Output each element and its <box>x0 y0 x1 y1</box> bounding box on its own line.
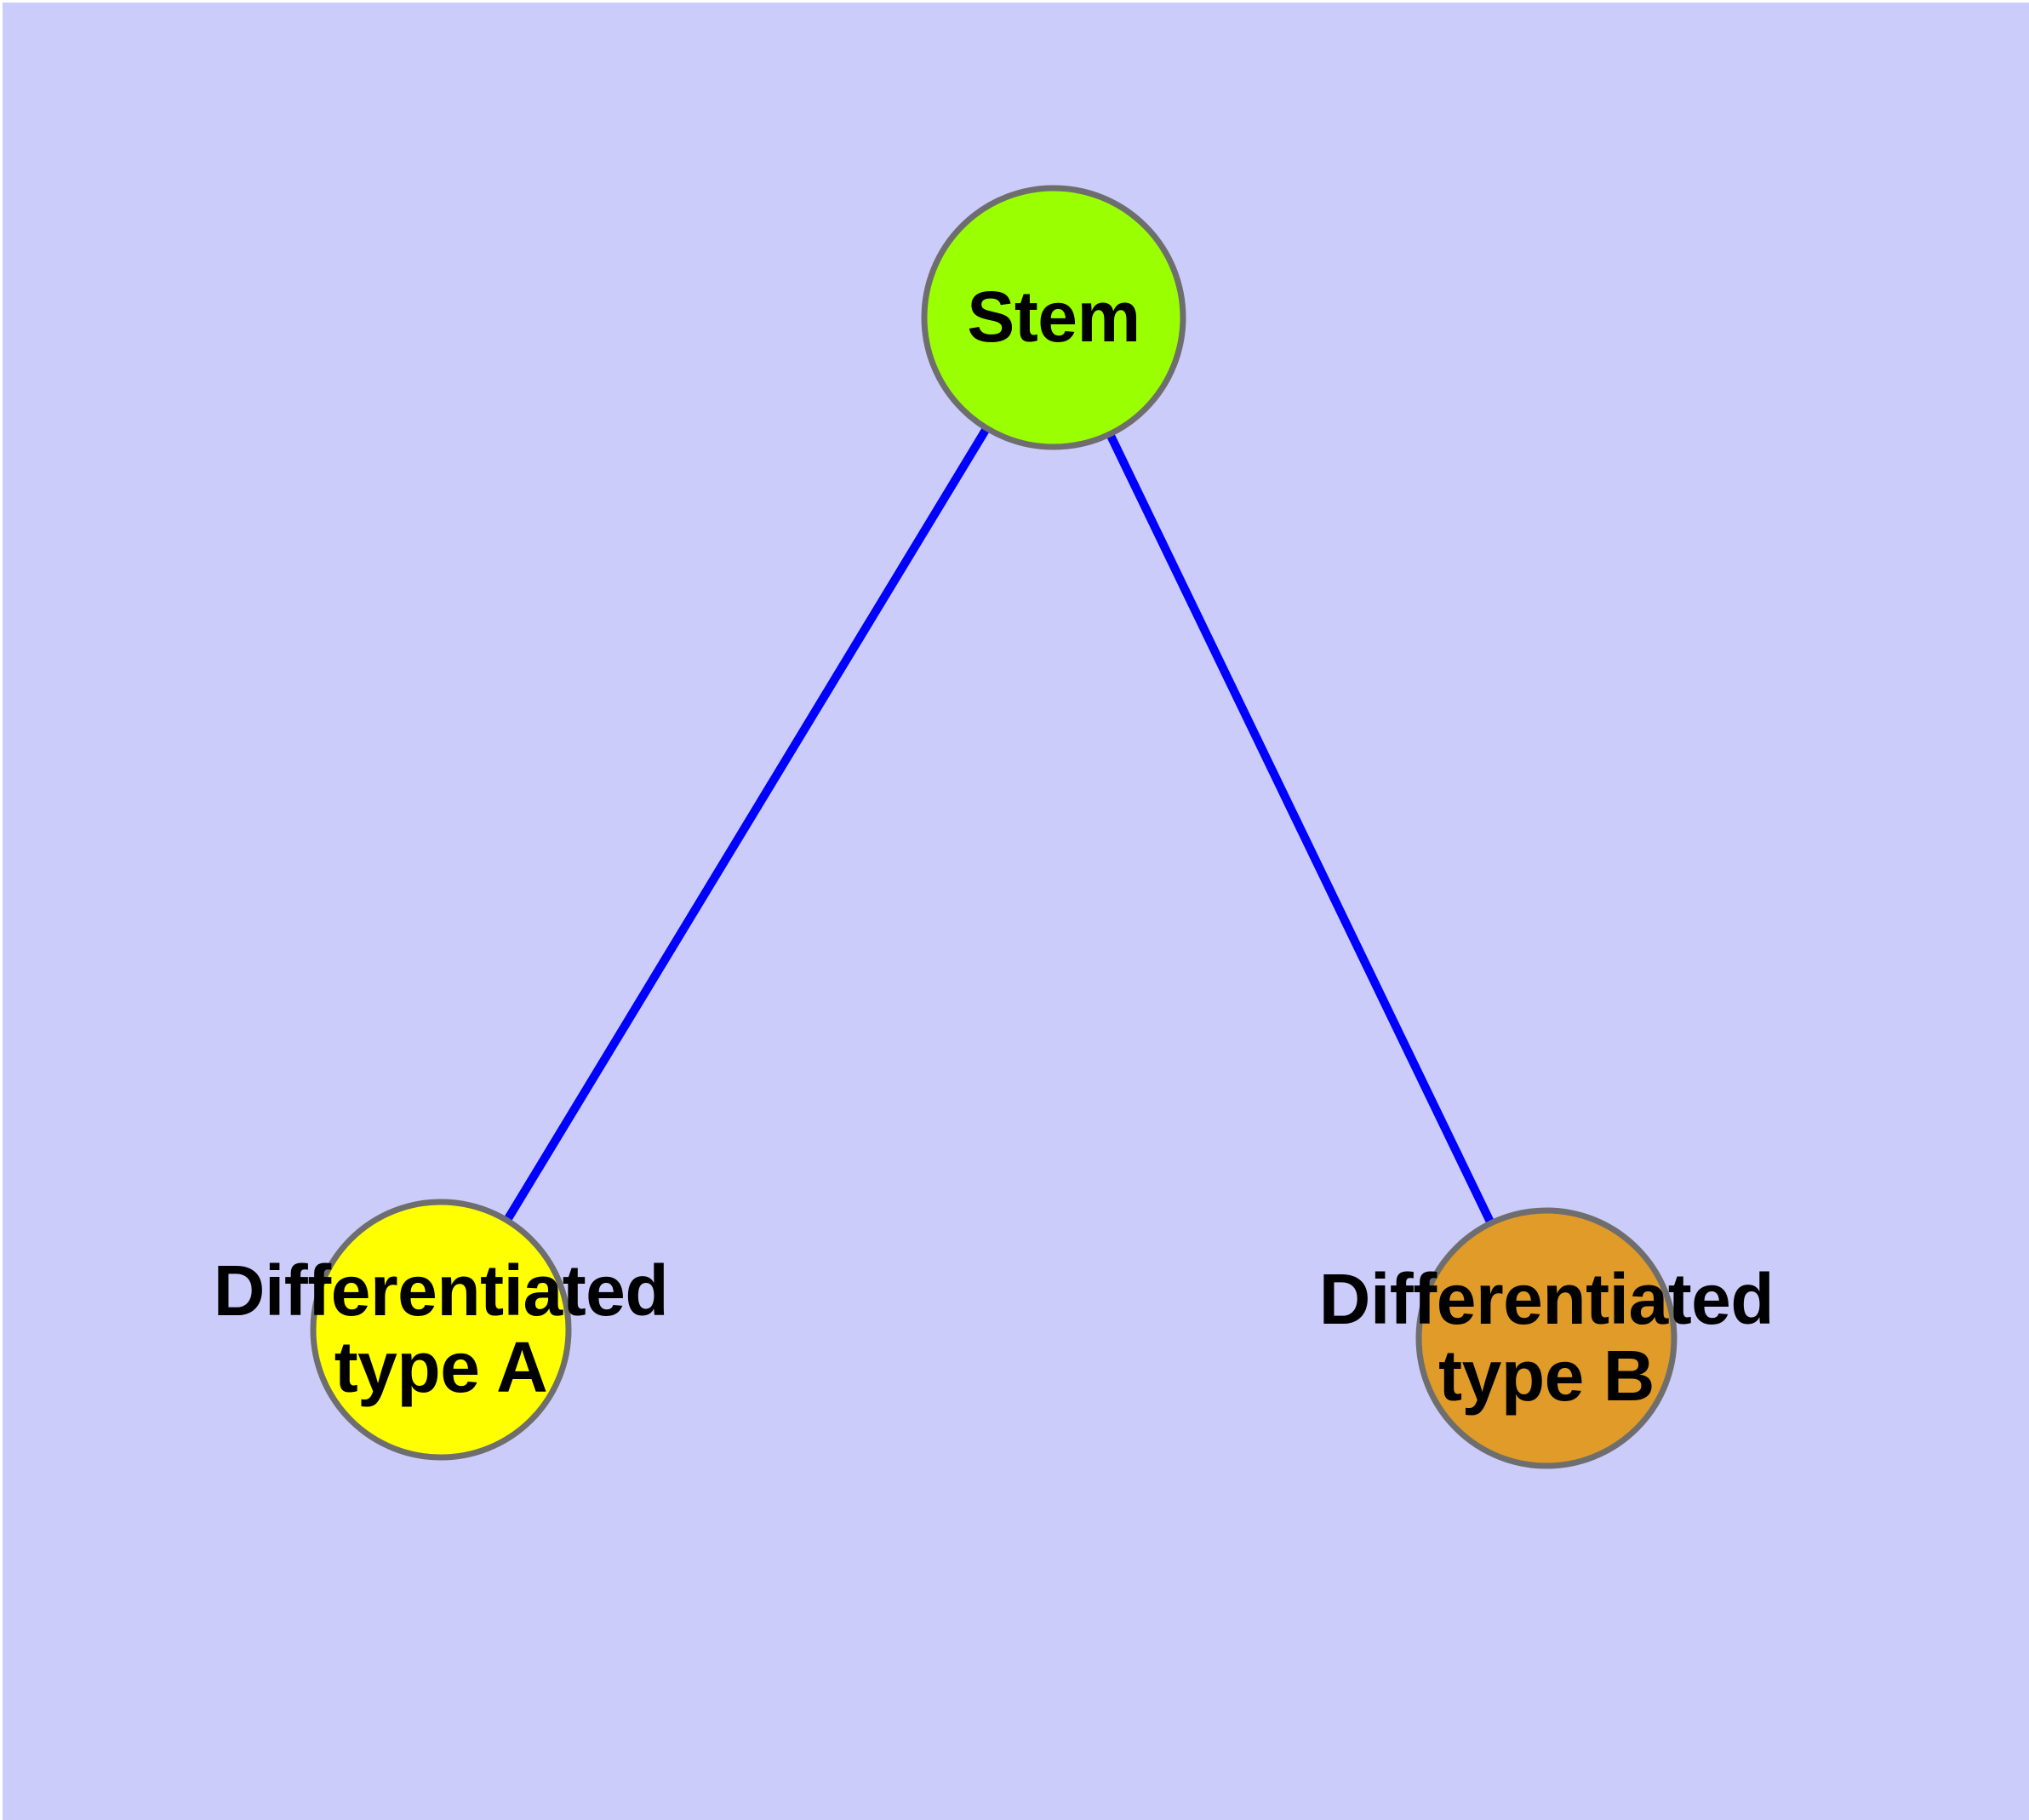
graph-node-stem[interactable] <box>921 185 1186 450</box>
node-layer <box>310 185 1677 1469</box>
graph-node-diff_a[interactable] <box>310 1199 572 1461</box>
graph-edge-stem-diff_a <box>503 426 991 1222</box>
edge-layer <box>503 426 1495 1225</box>
graph-node-diff_b[interactable] <box>1415 1207 1677 1469</box>
graph-edge-stem-diff_b <box>1106 432 1495 1225</box>
